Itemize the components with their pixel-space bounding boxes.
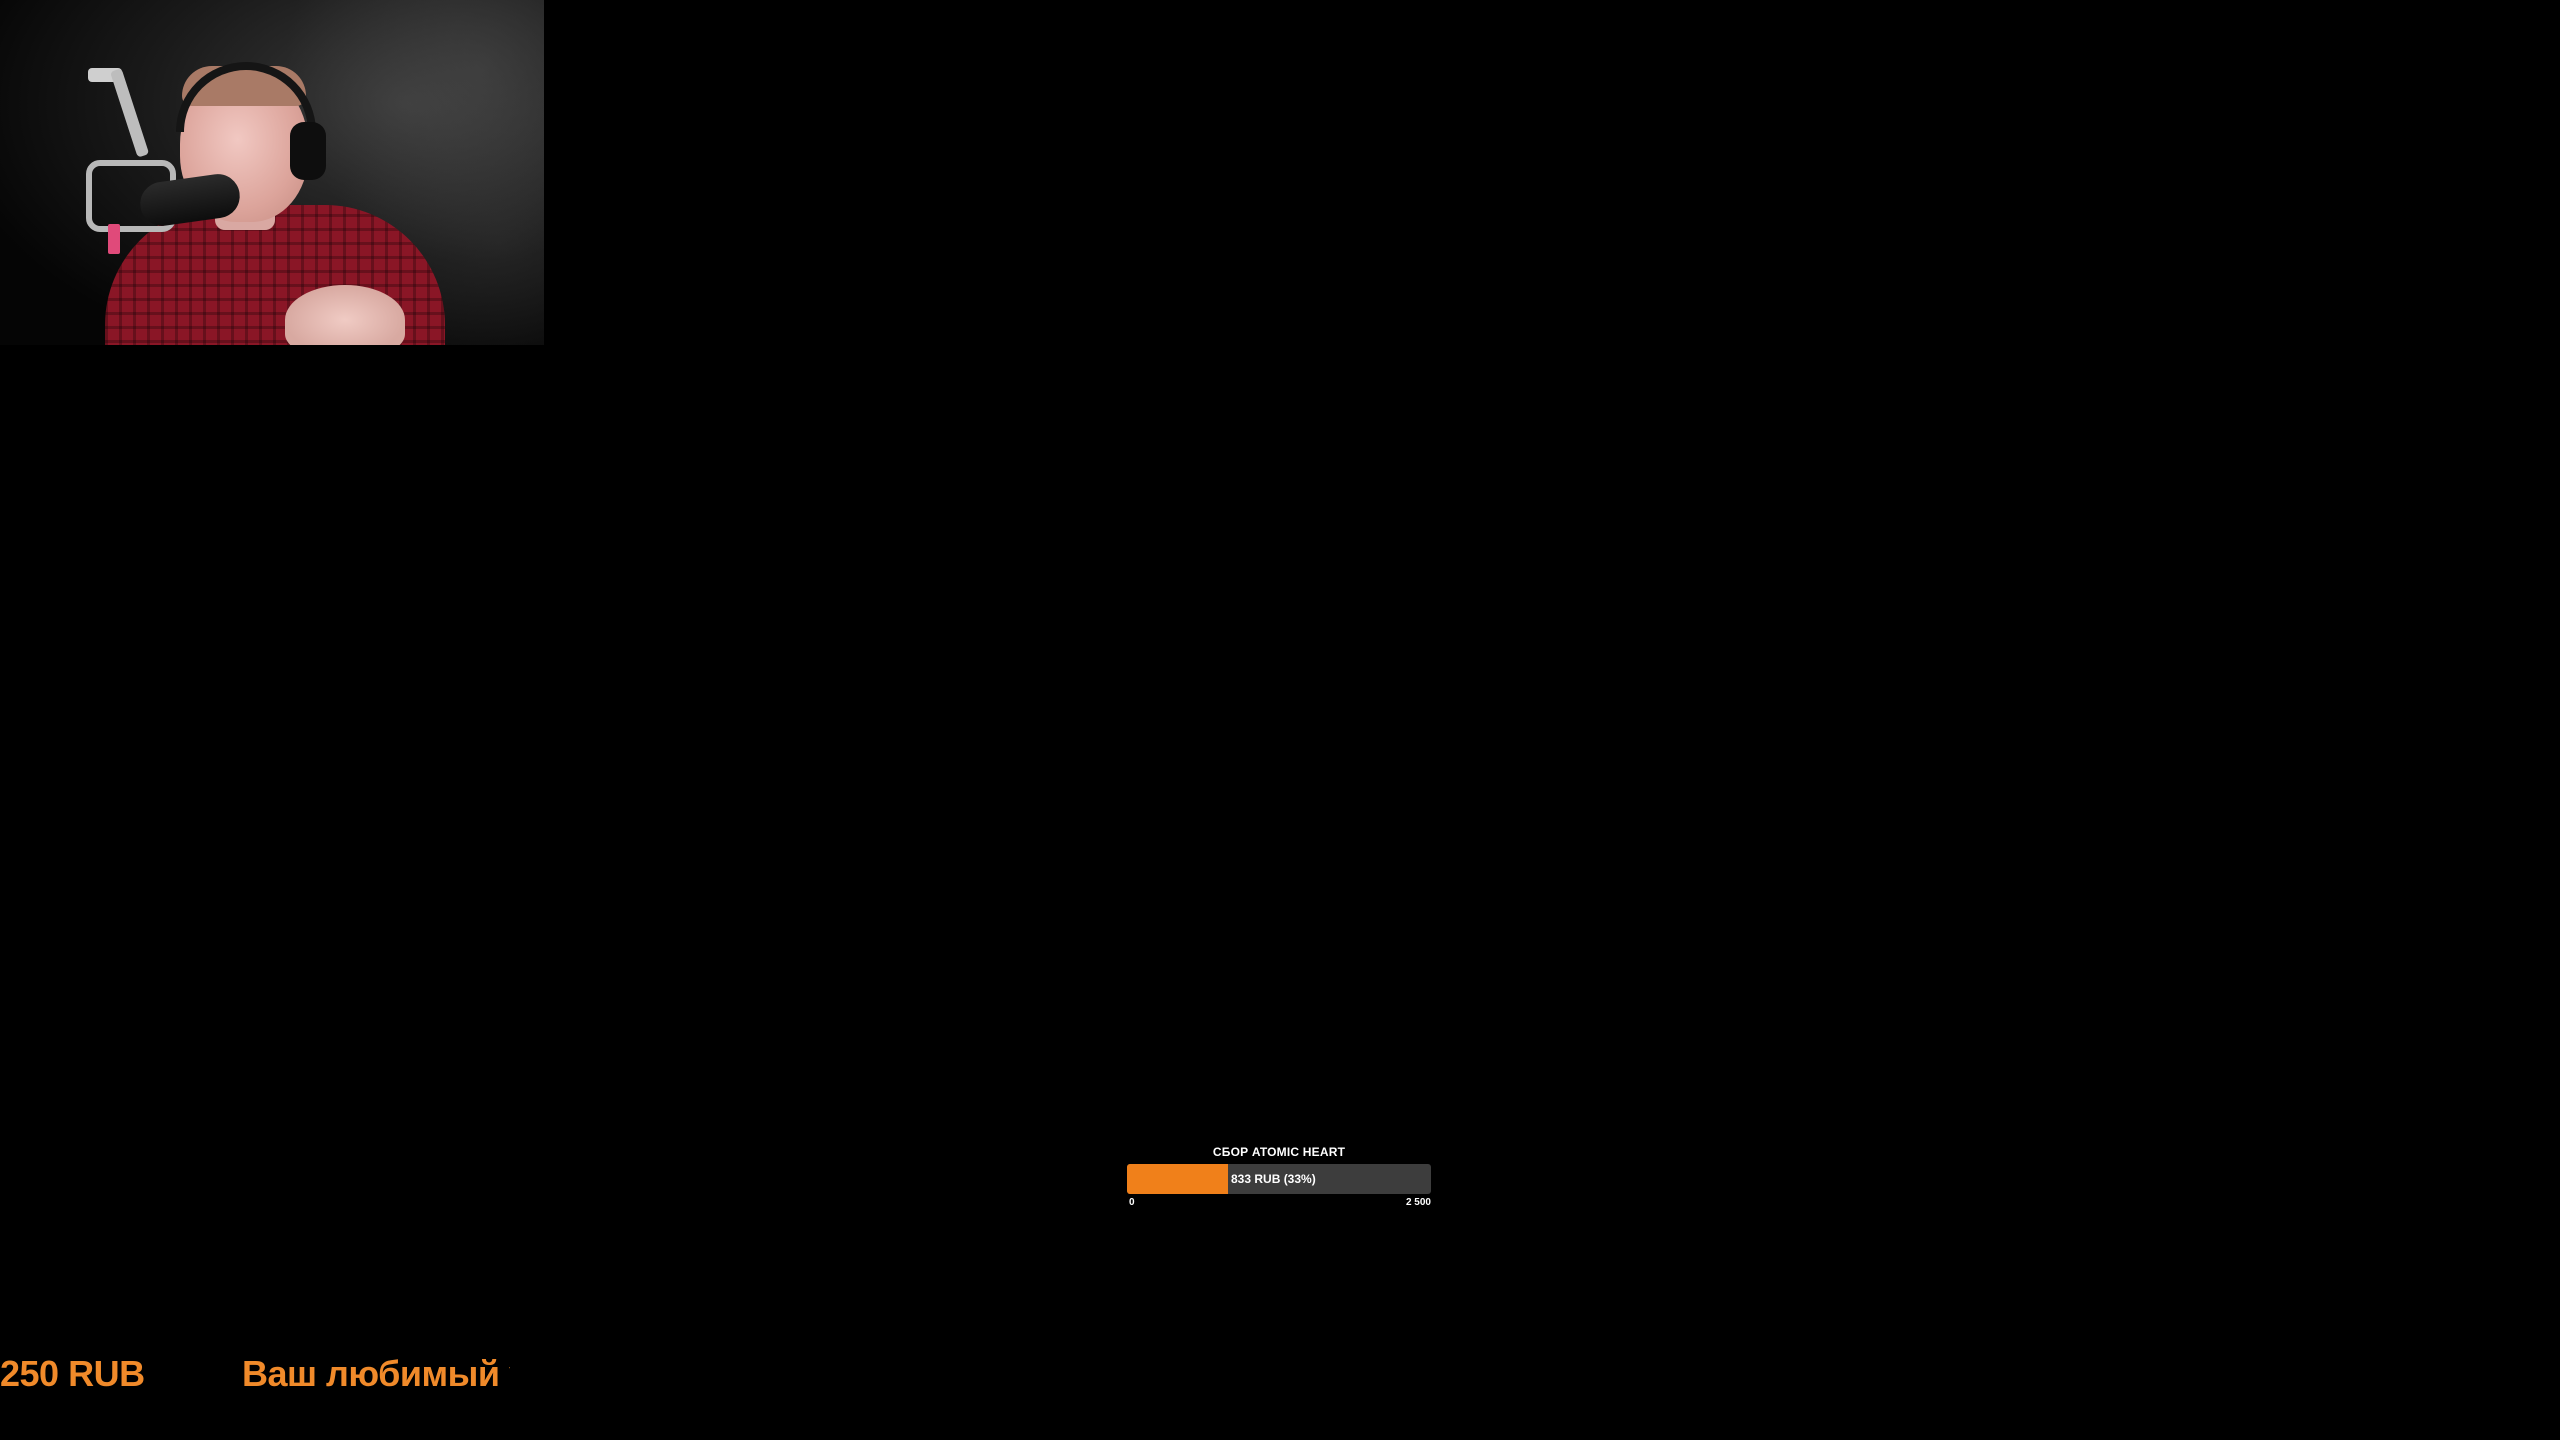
goal-progress-bar: 833 RUB (33%) bbox=[1127, 1164, 1431, 1194]
streamer-hand bbox=[285, 285, 405, 345]
ticker-message: Ваш любимый у bbox=[242, 1353, 510, 1394]
donation-goal-widget: СБОР ATOMIC HEART 833 RUB (33%) 0 2 500 bbox=[1127, 1144, 1431, 1211]
goal-progress-text: 833 RUB (33%) bbox=[1231, 1172, 1316, 1186]
goal-title: СБОР ATOMIC HEART bbox=[1212, 1145, 1346, 1159]
goal-min-label: 0 bbox=[1129, 1197, 1135, 1208]
donation-ticker: 250 RUB Ваш любимый у bbox=[0, 1348, 510, 1400]
headphone-cup bbox=[290, 122, 326, 180]
goal-max-label: 2 500 bbox=[1405, 1197, 1431, 1208]
webcam-feed bbox=[0, 0, 544, 345]
ticker-amount: 250 RUB bbox=[0, 1353, 145, 1394]
goal-progress-fill bbox=[1127, 1164, 1229, 1194]
goal-scale: 0 2 500 bbox=[1127, 1197, 1431, 1211]
mic-tag bbox=[108, 224, 120, 254]
